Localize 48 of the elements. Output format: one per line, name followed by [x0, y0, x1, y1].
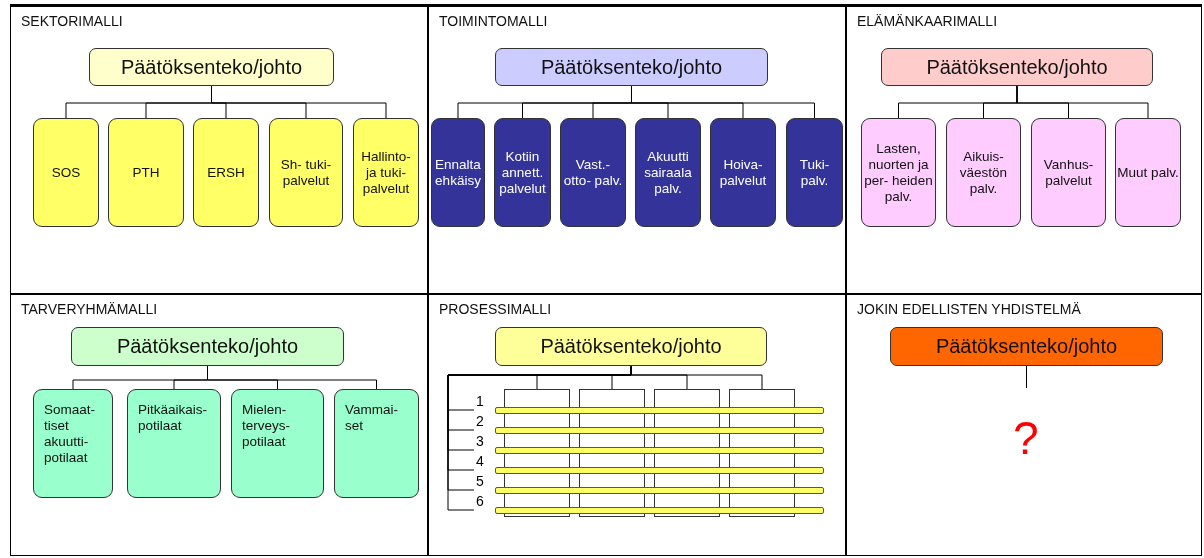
step-number: 6 — [476, 495, 484, 508]
panel-title: PROSESSIMALLI — [439, 301, 552, 317]
unit-box: Somaat- tiset akuutti- potilaat — [33, 389, 113, 498]
model-panel — [10, 294, 428, 556]
unit-box: PTH — [108, 118, 184, 227]
model-panel — [428, 4, 846, 294]
unit-box: Vast.- otto- palv. — [560, 118, 626, 227]
step-number: 1 — [476, 395, 484, 408]
unit-box: Akuutti sairaala palv. — [635, 118, 701, 227]
panel-title: ELÄMÄNKAARIMALLI — [857, 13, 998, 29]
management-box: Päätöksenteko/johto — [71, 327, 344, 366]
connector-line — [1016, 85, 1149, 119]
model-panel — [846, 4, 1202, 294]
unit-box: Mielen- terveys- potilaat — [231, 389, 324, 498]
management-box: Päätöksenteko/johto — [89, 48, 334, 86]
unit-box: Vammai- set — [334, 389, 419, 498]
unit-box: SOS — [33, 118, 99, 227]
panel-title: JOKIN EDELLISTEN YHDISTELMÄ — [857, 301, 1081, 317]
step-number: 2 — [476, 415, 484, 428]
question-mark: ? — [1013, 415, 1039, 461]
unit-box: Aikuis- väestön palv. — [946, 118, 1021, 227]
management-box: Päätöksenteko/johto — [495, 48, 768, 86]
unit-box: Hoiva- palvelut — [710, 118, 776, 227]
management-box: Päätöksenteko/johto — [881, 48, 1153, 86]
panel-title: TOIMINTOMALLI — [439, 13, 548, 29]
step-number: 4 — [476, 455, 484, 468]
unit-box: Hallinto- ja tuki- palvelut — [353, 118, 419, 227]
model-panel — [846, 294, 1202, 556]
panel-title: SEKTORIMALLI — [21, 13, 123, 29]
unit-box: Kotiin annett. palvelut — [494, 118, 551, 227]
step-number: 3 — [476, 435, 484, 448]
unit-box: Muut palv. — [1115, 118, 1181, 227]
model-panel — [10, 4, 428, 294]
unit-box: ERSH — [193, 118, 259, 227]
connector-line — [1026, 365, 1027, 389]
connector-line — [211, 85, 387, 119]
unit-box: Tuki- palv. — [786, 118, 843, 227]
step-number: 5 — [476, 475, 484, 488]
panel-title: TARVERYHMÄMALLI — [21, 301, 158, 317]
unit-box: Vanhus- palvelut — [1031, 118, 1106, 227]
connector-line — [631, 85, 815, 119]
model-panel — [428, 294, 846, 556]
unit-box: Sh- tuki- palvelut — [269, 118, 343, 227]
unit-box: Lasten, nuorten ja per- heiden palv. — [861, 118, 936, 227]
unit-box: Ennalta ehkäisy — [431, 118, 485, 227]
management-box: Päätöksenteko/johto — [495, 327, 767, 366]
unit-box: Pitkäaikais- potilaat — [127, 389, 221, 498]
management-box: Päätöksenteko/johto — [890, 327, 1163, 366]
